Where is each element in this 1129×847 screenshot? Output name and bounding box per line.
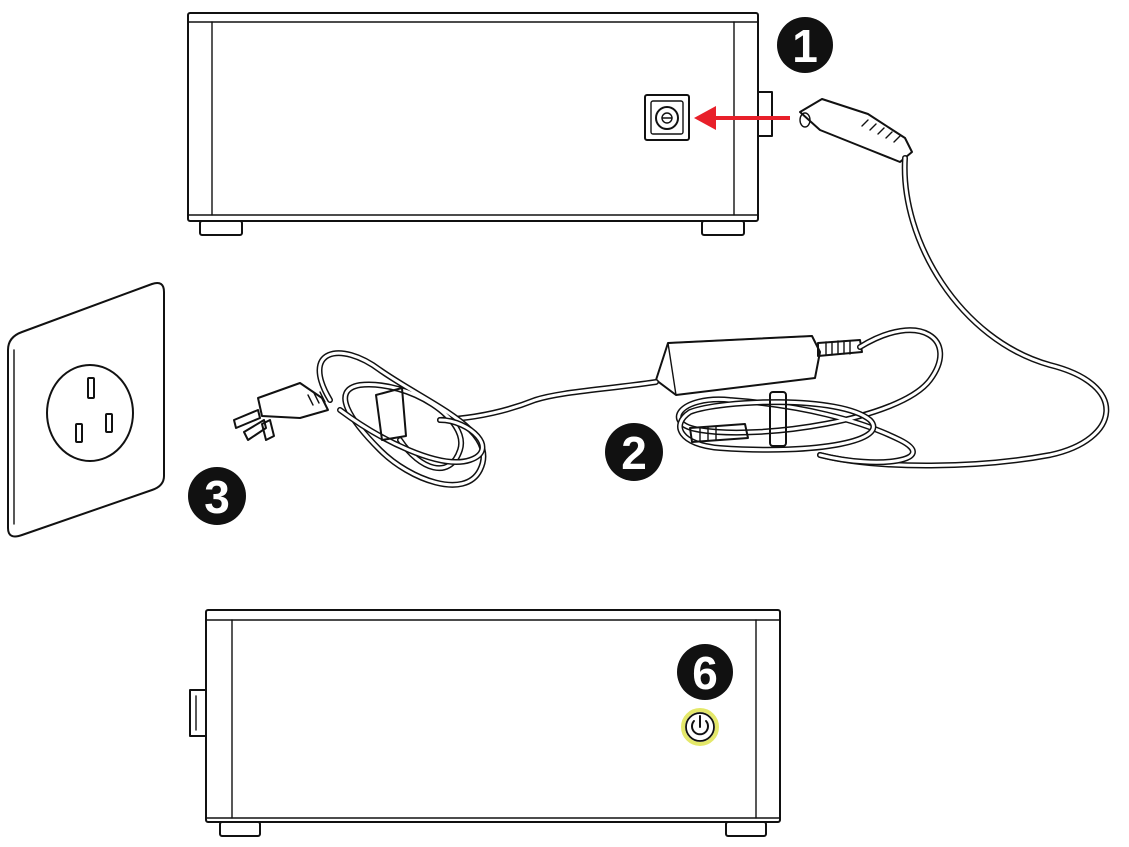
ac-cord-coil [316, 350, 487, 488]
step-badge-3: 3 [188, 467, 246, 525]
step-number-2: 2 [621, 427, 647, 479]
dc-jack-icon [644, 94, 690, 141]
device-side-tab [757, 91, 773, 137]
device-foot [199, 220, 243, 236]
step-number-1: 1 [792, 20, 818, 72]
dc-plug [799, 98, 913, 163]
power-icon [691, 715, 709, 736]
arrow-left-icon [694, 106, 790, 130]
power-adapter [655, 327, 944, 466]
wall-outlet [7, 282, 165, 538]
device-rear-view [187, 12, 773, 236]
device-front-view [189, 609, 781, 837]
cable-tie [769, 391, 787, 447]
step-number-6: 6 [692, 647, 718, 699]
step-badge-6: 6 [677, 644, 733, 700]
device-foot [725, 821, 767, 837]
step-badge-2: 2 [605, 423, 663, 481]
device-foot [219, 821, 261, 837]
step-number-3: 3 [204, 471, 230, 523]
power-button [681, 708, 719, 746]
step-badge-1: 1 [777, 17, 833, 73]
device-foot [701, 220, 745, 236]
device-side-tab [189, 689, 207, 737]
wall-plug [233, 382, 329, 441]
